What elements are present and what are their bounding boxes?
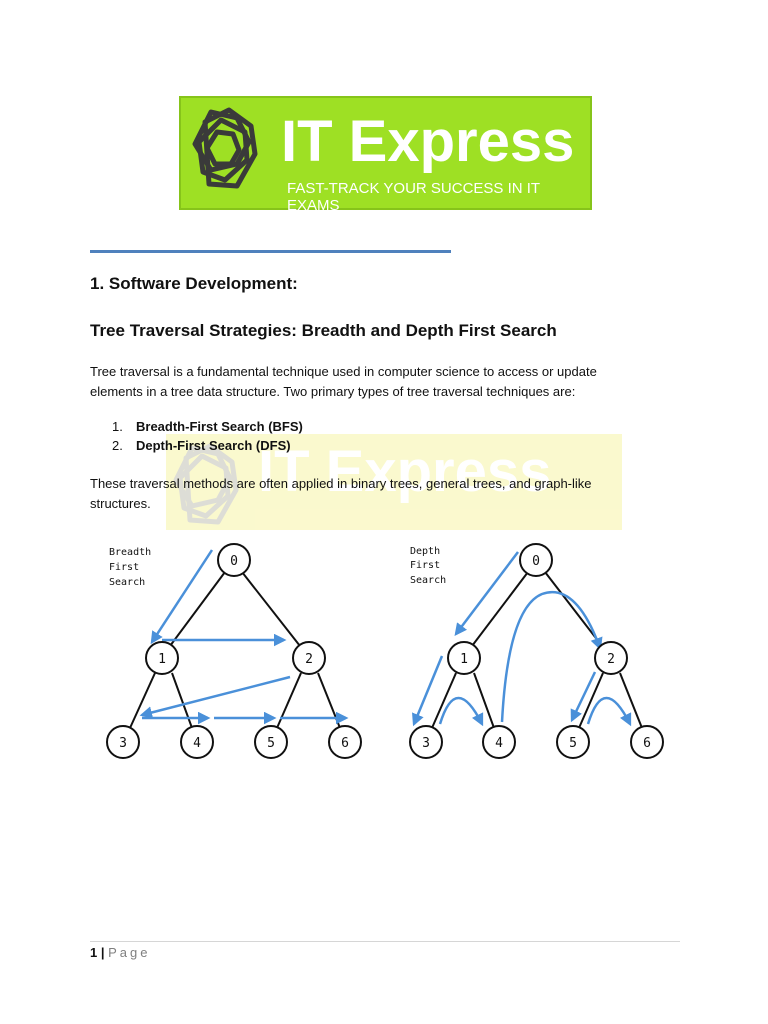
bfs-label-line: Search (109, 577, 145, 588)
bfs-node-2 (292, 641, 326, 675)
bfs-node-label: 0 (230, 554, 238, 569)
bfs-node-6 (328, 725, 362, 759)
dfs-node-2 (594, 641, 628, 675)
closing-paragraph: These traversal methods are often applie… (90, 476, 592, 511)
bfs-node-label: 2 (305, 652, 313, 667)
watermark: IT Express (166, 434, 622, 530)
dfs-node-label: 2 (607, 652, 615, 667)
bfs-node-label: 4 (193, 736, 201, 751)
dfs-label-line: Depth (410, 546, 440, 557)
section-divider (90, 250, 451, 253)
dfs-node-5 (556, 725, 590, 759)
traversal-diagram-svg: Breadth First Search (106, 543, 664, 759)
bfs-node-5 (254, 725, 288, 759)
hexagon-logo-icon (192, 107, 258, 189)
dfs-label-line: First (410, 560, 440, 571)
bfs-node-label: 5 (267, 736, 275, 751)
dfs-node-label: 3 (422, 736, 430, 751)
bfs-node-label: 6 (341, 736, 349, 751)
footer-separator: | (100, 945, 105, 960)
logo-tagline: FAST-TRACK YOUR SUCCESS IN IT EXAMS (287, 180, 540, 214)
page-title: Tree Traversal Strategies: Breadth and D… (90, 321, 557, 340)
dfs-edges (431, 571, 643, 729)
intro-paragraph: Tree traversal is a fundamental techniqu… (90, 364, 597, 399)
watermark-logo-icon (173, 443, 239, 525)
page-label: Page (108, 945, 151, 960)
bfs-edges (129, 571, 341, 729)
dfs-node-label: 0 (532, 554, 540, 569)
dfs-label-line: Search (410, 575, 446, 586)
watermark-text: IT Express (258, 439, 552, 504)
dfs-node-4 (482, 725, 516, 759)
dfs-node-3 (409, 725, 443, 759)
list-number: 1. (112, 419, 123, 434)
list-text: Depth-First Search (DFS) (136, 438, 291, 453)
dfs-node-1 (447, 641, 481, 675)
bfs-node-label: 3 (119, 736, 127, 751)
dfs-node-label: 4 (495, 736, 503, 751)
logo-title: IT Express (281, 109, 575, 174)
bfs-label-line: Breadth (109, 547, 151, 558)
page-footer: 1 | Page (90, 945, 151, 960)
bfs-node-label: 1 (158, 652, 166, 667)
list-item: 2. Depth-First Search (DFS) (112, 436, 303, 455)
dfs-node-label: 5 (569, 736, 577, 751)
dfs-nodes (409, 543, 664, 759)
traversal-types-list: 1. Breadth-First Search (BFS) 2. Depth-F… (112, 417, 303, 455)
dfs-node-6 (630, 725, 664, 759)
bfs-node-3 (106, 725, 140, 759)
dfs-node-0 (519, 543, 553, 577)
logo-banner: IT Express FAST-TRACK YOUR SUCCESS IN IT… (179, 96, 592, 214)
bfs-nodes (106, 543, 362, 759)
footer-divider (90, 941, 680, 942)
bfs-arrows (139, 549, 349, 725)
list-text: Breadth-First Search (BFS) (136, 419, 303, 434)
dfs-node-label: 6 (643, 736, 651, 751)
bfs-label-line: First (109, 562, 139, 573)
bfs-node-4 (180, 725, 214, 759)
traversal-diagram: Breadth First Search (90, 528, 680, 778)
bfs-node-0 (217, 543, 251, 577)
list-item: 1. Breadth-First Search (BFS) (112, 417, 303, 436)
dfs-arrows (412, 551, 632, 727)
dfs-node-label: 1 (460, 652, 468, 667)
section-heading: 1. Software Development: (90, 274, 298, 293)
page-number: 1 (90, 945, 98, 960)
bfs-node-1 (145, 641, 179, 675)
list-number: 2. (112, 438, 123, 453)
